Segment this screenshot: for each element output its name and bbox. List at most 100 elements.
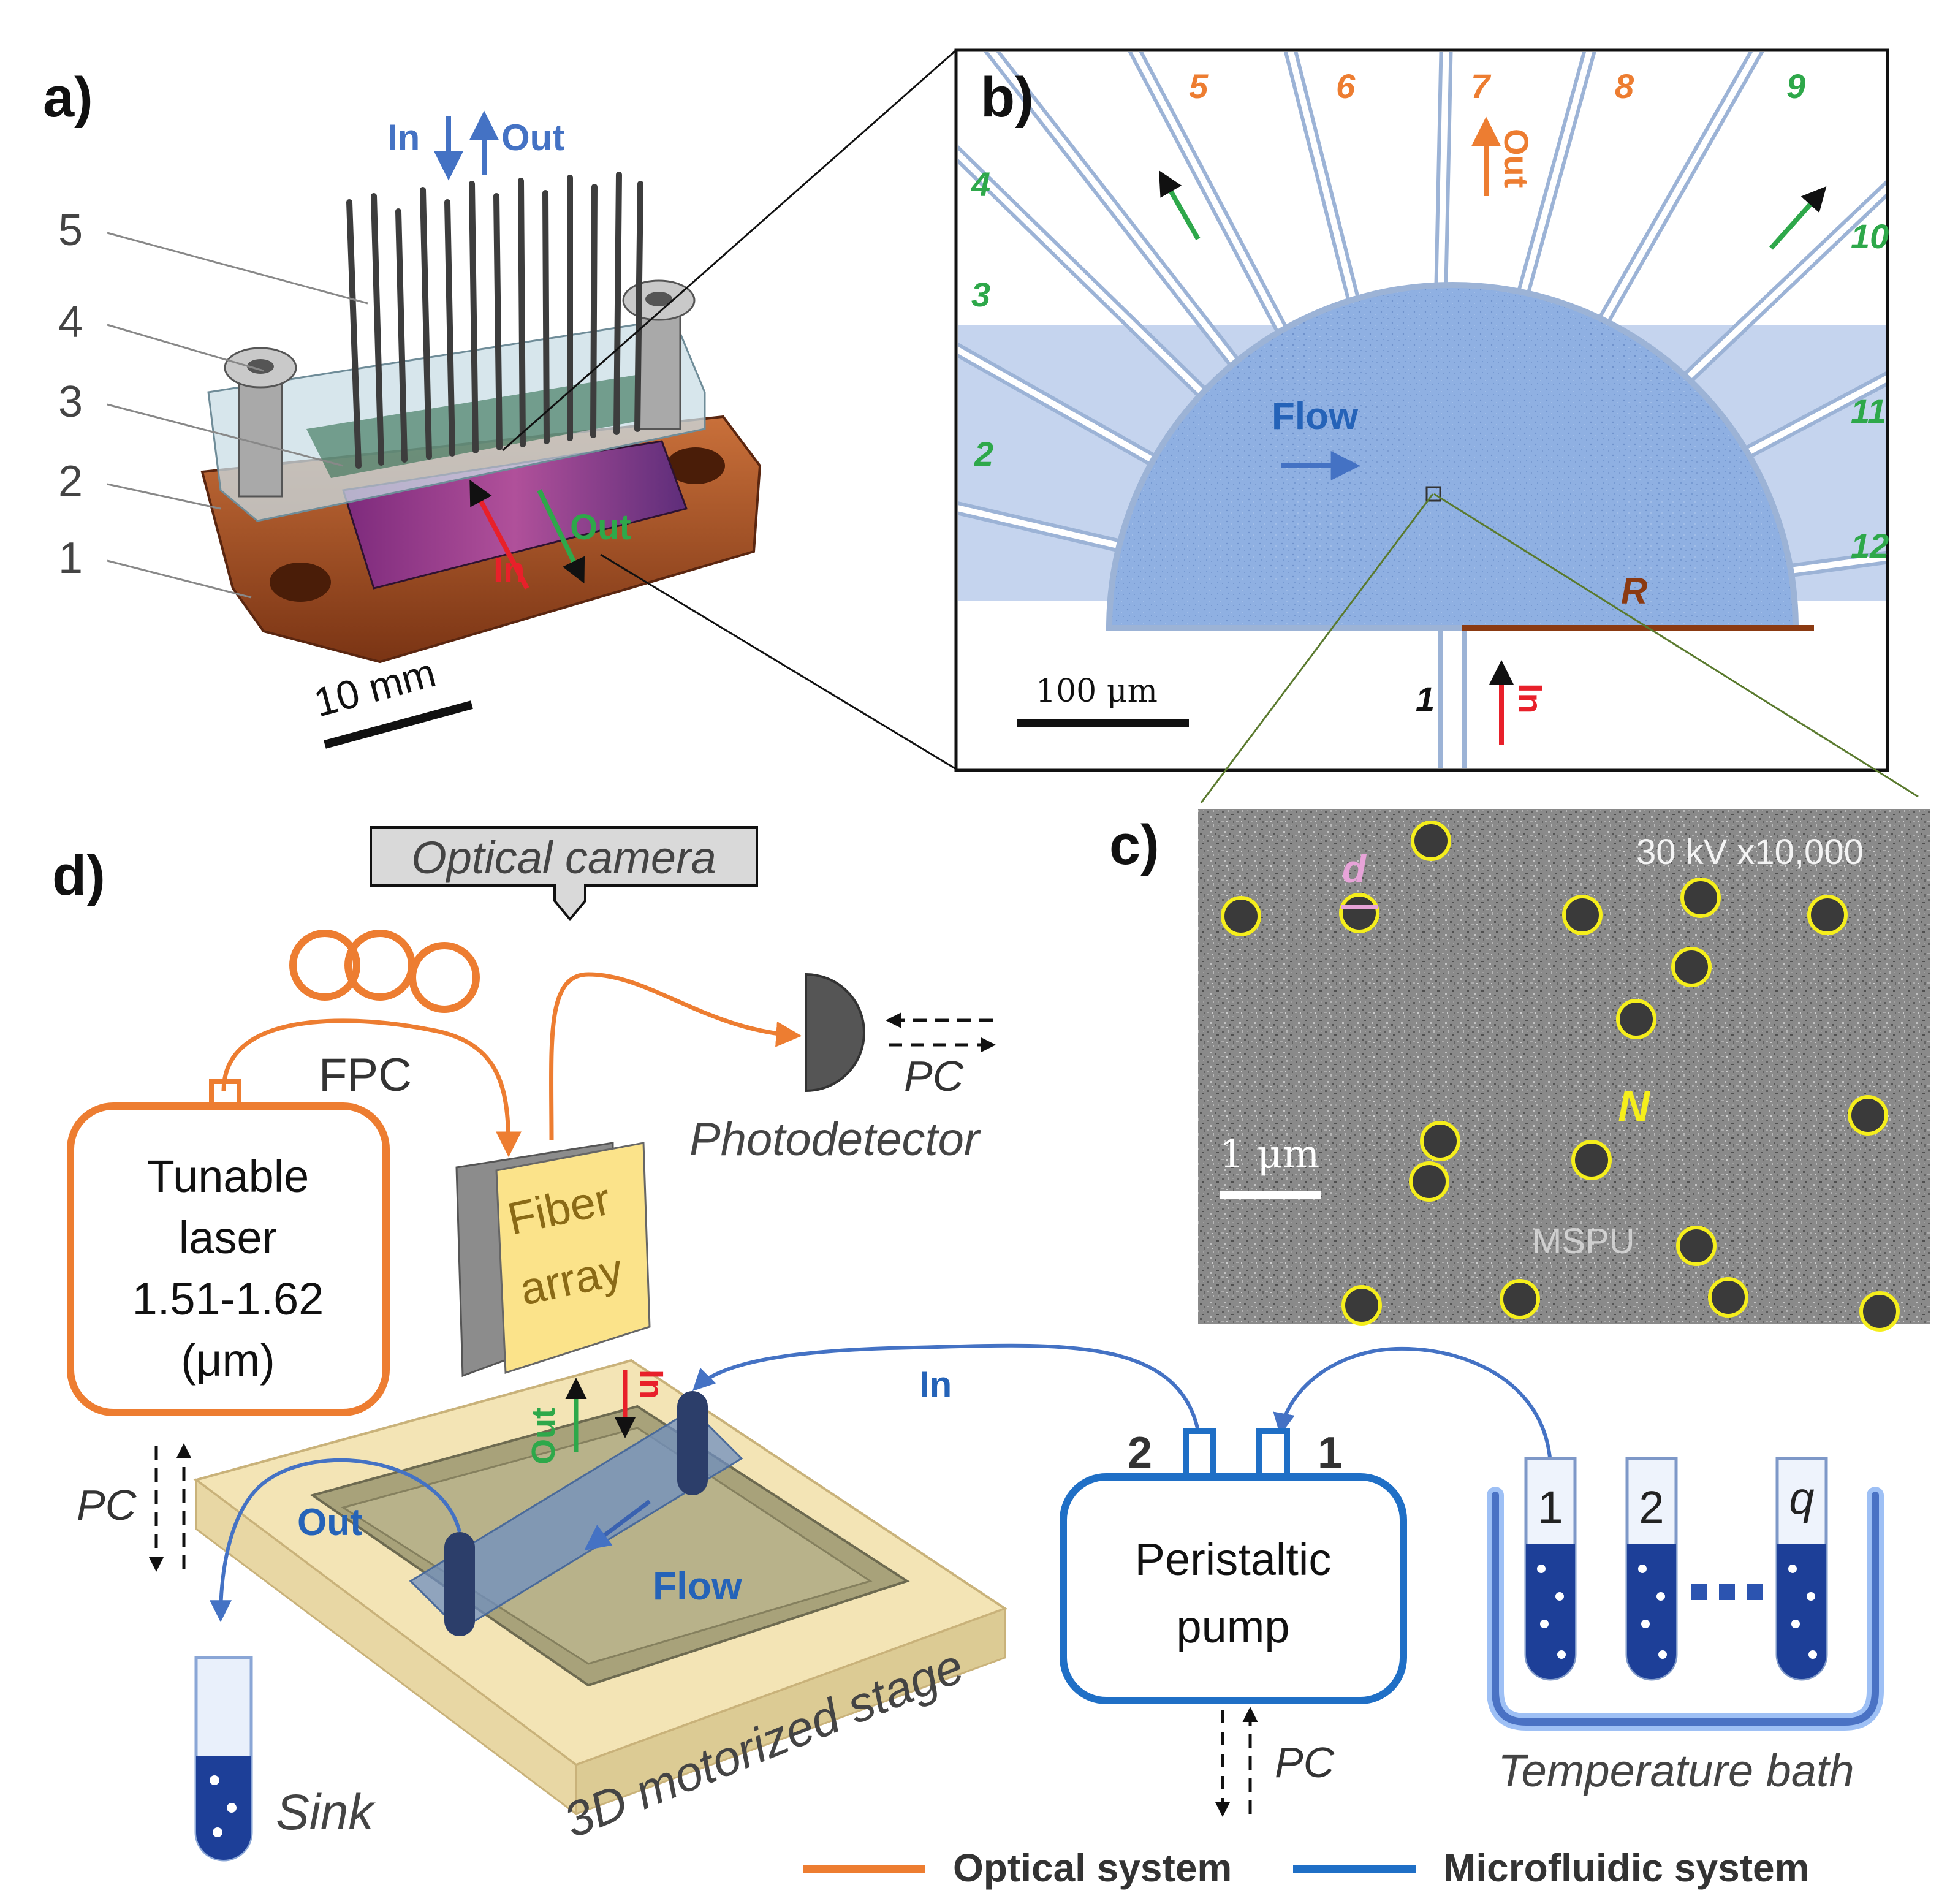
ellipsis-dots [1691, 1584, 1763, 1600]
particle-marker [1616, 999, 1656, 1039]
screw-left [224, 347, 297, 498]
needle-in-label: In [387, 117, 420, 158]
channel-number-9: 9 [1786, 67, 1805, 105]
particle-marker [1562, 895, 1603, 935]
channel-number-3: 3 [971, 275, 990, 314]
pump-port-2 [1183, 1428, 1216, 1480]
tube-out-label: Out [297, 1501, 363, 1544]
radius-label: R [1621, 571, 1647, 612]
diameter-label: d [1342, 847, 1367, 891]
scale-bar-1um-label: 1 μm [1220, 1132, 1319, 1177]
panel-d-label: d) [52, 844, 105, 907]
scale-bar-10mm [324, 700, 473, 749]
stage-out-label: Out [525, 1408, 562, 1465]
channel-number-10: 10 [1851, 217, 1889, 256]
pc-label-pump: PC [1275, 1739, 1335, 1786]
tube-pump-to-chip [692, 1343, 1200, 1432]
sink-tube [194, 1656, 253, 1862]
channel-number-12: 12 [1851, 526, 1889, 565]
legend-optical-label: Optical system [953, 1846, 1232, 1890]
tube-in-label: In [919, 1364, 952, 1405]
laser-line-4: (μm) [181, 1335, 275, 1386]
pump-port-1 [1256, 1428, 1290, 1480]
particle-marker [1671, 947, 1712, 987]
zoom-line-top [502, 49, 957, 452]
out-label-orange: Out [1497, 129, 1536, 188]
panel-d: d) Optical camera FPC Tunable laser 1.51… [52, 826, 1884, 1890]
legend: Optical system Microfluidic system [803, 1846, 1810, 1890]
laser-line-2: laser [179, 1212, 277, 1263]
pump-line-1: Peristaltic [1135, 1534, 1332, 1585]
flow-label: Flow [1272, 395, 1359, 438]
particle-marker [1409, 1161, 1449, 1202]
channel-number-7: 7 [1471, 67, 1492, 105]
peristaltic-pump: Peristaltic pump 2 1 [1060, 1428, 1407, 1704]
pdms-channel [409, 1408, 743, 1631]
pump-box [1060, 1473, 1407, 1704]
chip-out-label: Out [570, 507, 631, 547]
panel-c-label: c) [1109, 814, 1159, 876]
particle-marker [1420, 1121, 1460, 1161]
laser-line-1: Tunable [147, 1151, 309, 1202]
optical-camera-label: Optical camera [411, 832, 716, 883]
outflow-arrow-right [1769, 186, 1827, 250]
particle-marker [1807, 895, 1848, 935]
panel-a-label: a) [43, 66, 93, 129]
inlet-port [677, 1391, 708, 1495]
layer-leaders [107, 232, 368, 599]
fpc-label: FPC [319, 1049, 412, 1101]
outlet-port [444, 1532, 475, 1636]
in-label-red: In [1511, 683, 1550, 714]
panel-b-label: b) [981, 66, 1034, 129]
pump-port-2-label: 2 [1128, 1428, 1152, 1477]
chip-in-label: In [493, 550, 525, 590]
motorized-stage: Flow 3D motorized stage [193, 1359, 1008, 1848]
channel-number-6: 6 [1336, 67, 1356, 105]
channel-number-5: 5 [1189, 67, 1209, 105]
zoom-c-line-right [1433, 493, 1919, 798]
fpc-loops [289, 930, 480, 1013]
particle-marker [1411, 821, 1451, 861]
pc-label-laser: PC [77, 1481, 137, 1529]
photodetector-icon [805, 973, 865, 1093]
pump-port-1-label: 1 [1318, 1428, 1342, 1477]
pc-label-detector: PC [904, 1052, 964, 1100]
channel-number-11: 11 [1851, 392, 1886, 430]
tunable-laser: Tunable laser 1.51-1.62 (μm) [67, 1079, 390, 1416]
sem-instrument-text: 30 kV x10,000 [1636, 832, 1864, 872]
particle-marker [1676, 1226, 1717, 1266]
bath-label: Temperature bath [1498, 1745, 1854, 1796]
particle-marker [1341, 1285, 1382, 1326]
tunable-laser-box [67, 1102, 390, 1416]
chip-in-arrow [469, 479, 529, 590]
fiber-laser-to-array [221, 1018, 522, 1158]
outflow-arrow-left [1159, 170, 1201, 240]
channel-number-4: 4 [971, 165, 990, 203]
stage-in-label: In [633, 1370, 670, 1399]
particle-marker [1708, 1277, 1748, 1318]
layer-number-1: 1 [58, 534, 83, 583]
layer-number-2: 2 [58, 457, 83, 506]
tube-chip-to-sink [210, 1458, 461, 1623]
zoom-region-marker [1425, 486, 1441, 502]
sample-tube-q [1775, 1457, 1828, 1681]
tube-label-q: q [1789, 1473, 1814, 1523]
particle-marker [1859, 1291, 1900, 1332]
sem-watermark: MSPU [1532, 1221, 1635, 1261]
semicircular-chamber [1106, 282, 1799, 631]
chip-out-arrow [537, 489, 585, 584]
fiber-array: Fiber array [455, 1142, 651, 1378]
photodetector-label: Photodetector [689, 1113, 981, 1166]
channel-number-1: 1 [1416, 680, 1435, 718]
panel-c: c) 30 kV x10,000 MSPU d N 1 μm [1109, 809, 1930, 1332]
channel-number-8: 8 [1615, 67, 1634, 105]
particle-marker [1848, 1095, 1888, 1136]
layer-number-4: 4 [58, 298, 83, 347]
panel-a: a) [43, 49, 957, 770]
bath-vessel [1492, 1492, 1879, 1726]
tube-label-1: 1 [1538, 1482, 1563, 1533]
pump-line-2: pump [1176, 1601, 1289, 1652]
channel-number-2: 2 [974, 434, 993, 473]
nanoparticle-markers [1221, 821, 1900, 1332]
